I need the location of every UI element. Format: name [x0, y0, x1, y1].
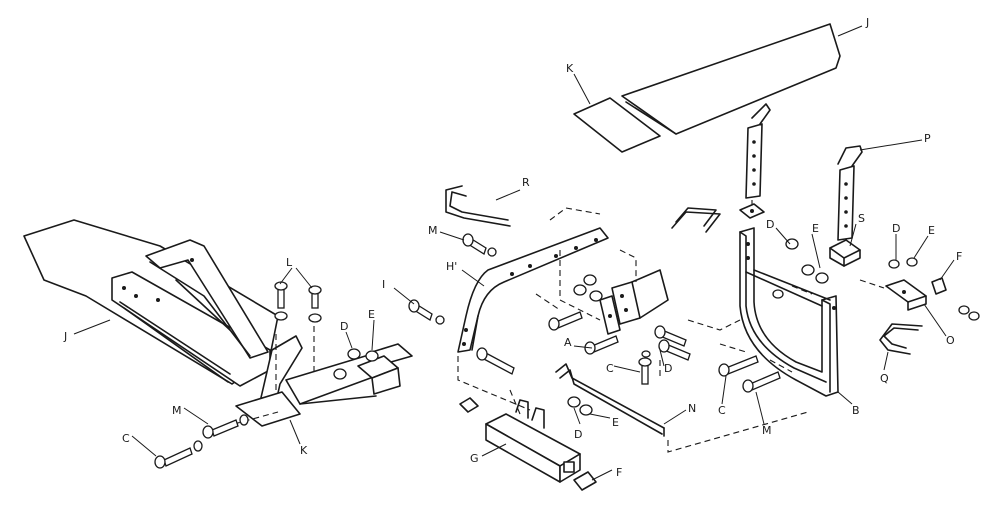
callout-e-right: E: [812, 222, 819, 235]
part-q-u-clamp: [879, 323, 923, 355]
hardware-bolts: [154, 233, 980, 491]
callout-e-far: E: [928, 224, 935, 237]
callout-b: B: [852, 404, 860, 417]
callout-j-left: J: [63, 330, 67, 343]
leader-lines: [73, 25, 955, 481]
callout-m-right: M: [762, 424, 772, 437]
callout-m-mid: M: [428, 224, 438, 237]
callout-d-left: D: [340, 320, 348, 333]
part-h-frame: [457, 227, 609, 353]
callout-c-mid: C: [606, 362, 614, 375]
callout-l: L: [286, 256, 293, 269]
callout-d-right: D: [766, 218, 774, 231]
part-center-bracket: [599, 269, 669, 335]
part-k-left-pad: [235, 391, 301, 427]
part-k-top-pad: [573, 97, 661, 153]
part-b-frame: [739, 227, 839, 397]
callout-j-right: J: [865, 16, 869, 29]
callout-p: P: [924, 132, 931, 145]
part-j-top-board: [621, 23, 841, 135]
callout-n: N: [688, 402, 696, 415]
callout-c-left: C: [122, 432, 130, 445]
callout-r: R: [522, 176, 530, 189]
part-u-clamp-top: [671, 207, 721, 233]
callout-m-left: M: [172, 404, 182, 417]
part-p-strap-left: [739, 103, 771, 219]
part-s-block: [829, 239, 861, 267]
part-p-strap-right: [837, 145, 863, 241]
assembly-guide-lines-center: [457, 207, 885, 453]
callout-q: Q: [880, 372, 889, 385]
callout-d-far: D: [892, 222, 900, 235]
callout-e-lower: E: [612, 416, 619, 429]
part-r-pin: [445, 185, 511, 227]
callout-d-lower: D: [574, 428, 582, 441]
callout-o: O: [946, 334, 955, 347]
callout-e-left: E: [368, 308, 375, 321]
callout-g: G: [470, 452, 479, 465]
part-n-rod: [555, 363, 665, 437]
callout-k-left: K: [300, 444, 308, 457]
callout-k-top: K: [566, 62, 574, 75]
callout-i: I: [382, 278, 385, 291]
callout-labels: J K P R M H' I J L D E A C D D E N G F M…: [63, 16, 962, 479]
part-g-receiver-tube: [485, 399, 581, 483]
assembly-guide-lines-left: [233, 326, 315, 425]
callout-a: A: [564, 336, 572, 349]
callout-c-right: C: [718, 404, 726, 417]
callout-f-bottom: F: [616, 466, 622, 479]
callout-d-mid: D: [664, 362, 672, 375]
callout-s: S: [858, 212, 865, 225]
callout-h: H': [446, 260, 457, 273]
callout-f-right: F: [956, 250, 962, 263]
part-left-hitch-frame: [111, 239, 413, 405]
